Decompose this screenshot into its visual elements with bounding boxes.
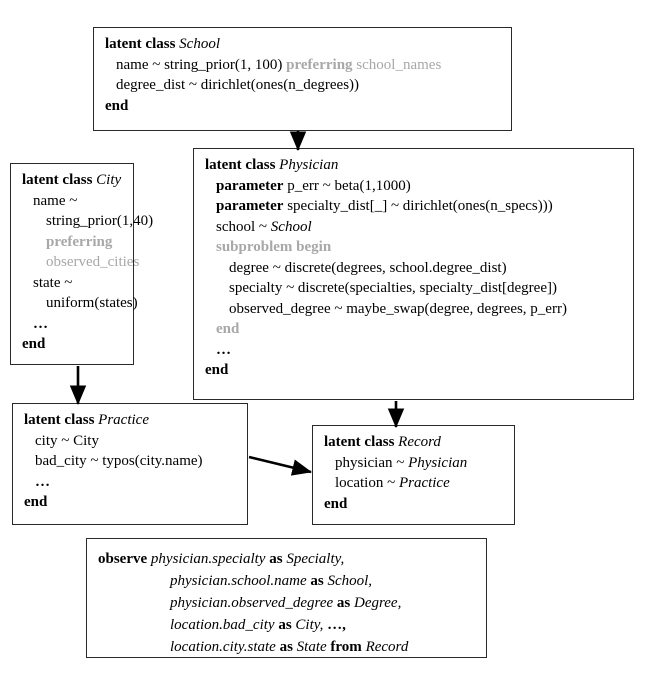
record-location-type: Practice	[398, 475, 450, 491]
school-keyword: latent class	[105, 36, 176, 52]
practice-keyword: latent class	[24, 412, 95, 428]
practice-header: latent class Practice	[24, 410, 238, 431]
city-ellipsis: …	[33, 315, 50, 332]
city-line-name: name ~	[33, 192, 78, 209]
observe-expr-3: physician.observed_degree	[170, 595, 334, 611]
physician-p-err-expr: p_err ~ beta(1,1000)	[283, 177, 411, 194]
observe-expr-4: location.bad_city	[170, 617, 275, 633]
physician-school-expr: school ~	[216, 218, 271, 235]
school-header: latent class School	[105, 34, 502, 55]
parameter-keyword-1: parameter	[216, 177, 284, 194]
physician-subproblem-begin: subproblem begin	[216, 239, 332, 255]
observe-name-3: Degree,	[353, 595, 402, 611]
record-physician-line: physician ~ Physician	[324, 453, 505, 474]
from-keyword: from	[330, 639, 362, 655]
physician-parameter-p-err: parameter p_err ~ beta(1,1000)	[205, 176, 624, 197]
record-keyword: latent class	[324, 434, 395, 450]
physician-end: end	[205, 362, 229, 378]
practice-city-line: city ~ City	[35, 432, 99, 449]
observe-row-1: observe physician.specialty as Specialty…	[98, 548, 477, 570]
observe-row-4: location.bad_city as City, …,	[98, 614, 477, 636]
observe-expr-1: physician.specialty	[150, 551, 266, 567]
observe-row-5: location.city.state as State from Record	[98, 636, 477, 658]
observe-row-2: physician.school.name as School,	[98, 570, 477, 592]
physician-specialty-dist-expr: specialty_dist[_] ~ dirichlet(ones(n_spe…	[283, 198, 553, 214]
as-keyword-4: as	[278, 617, 292, 633]
class-box-physician[interactable]: latent class Physician parameter p_err ~…	[193, 148, 634, 400]
as-keyword-1: as	[269, 551, 283, 567]
observe-keyword: observe	[98, 551, 148, 567]
observe-ellipsis: …,	[327, 617, 346, 633]
observe-expr-2: physician.school.name	[170, 573, 307, 589]
record-location-expr: location ~	[335, 475, 399, 491]
city-header: latent class City	[22, 170, 124, 191]
city-end: end	[22, 336, 46, 352]
city-line-string-prior: string_prior(1,40)	[46, 213, 154, 229]
school-line-degree-dist: degree_dist ~ dirichlet(ones(n_degrees))	[116, 77, 360, 93]
physician-observed-degree-line: observed_degree ~ maybe_swap(degree, deg…	[229, 300, 567, 317]
record-end: end	[324, 495, 348, 512]
city-line-uniform: uniform(states)	[46, 295, 138, 311]
observe-name-1: Specialty,	[286, 551, 345, 567]
school-class-name: School	[179, 36, 220, 52]
physician-school-line: school ~ School	[205, 217, 624, 238]
class-box-practice[interactable]: latent class Practice city ~ City bad_ci…	[12, 403, 248, 525]
physician-keyword: latent class	[205, 157, 276, 173]
as-keyword-2: as	[310, 573, 324, 589]
record-physician-expr: physician ~	[335, 454, 409, 471]
city-keyword: latent class	[22, 172, 93, 188]
physician-ellipsis: …	[216, 341, 233, 358]
practice-bad-city-line: bad_city ~ typos(city.name)	[35, 453, 203, 469]
practice-end: end	[24, 494, 48, 510]
record-header: latent class Record	[324, 432, 505, 453]
school-end: end	[105, 97, 129, 114]
observe-row-3: physician.observed_degree as Degree,	[98, 592, 477, 614]
class-box-record[interactable]: latent class Record physician ~ Physicia…	[312, 425, 515, 525]
school-name-expr: name ~ string_prior(1, 100)	[116, 56, 287, 73]
physician-degree-line: degree ~ discrete(degrees, school.degree…	[229, 259, 507, 276]
physician-school-type: School	[270, 218, 312, 235]
practice-ellipsis: …	[35, 473, 52, 490]
record-physician-type: Physician	[408, 454, 468, 471]
physician-header: latent class Physician	[205, 155, 624, 176]
observe-source: Record	[365, 639, 409, 655]
physician-subproblem-end: end	[216, 321, 240, 337]
practice-class-name: Practice	[98, 412, 149, 428]
city-preferring-value: observed_cities	[46, 254, 140, 270]
school-preferring-value: school_names	[352, 56, 442, 73]
parameter-keyword-2: parameter	[216, 198, 284, 214]
class-box-school[interactable]: latent class School name ~ string_prior(…	[93, 27, 512, 131]
city-preferring-keyword: preferring	[46, 233, 113, 250]
class-box-city[interactable]: latent class City name ~ string_prior(1,…	[10, 163, 154, 365]
school-line-name: name ~ string_prior(1, 100) preferring s…	[105, 55, 502, 76]
physician-specialty-line: specialty ~ discrete(specialties, specia…	[229, 280, 557, 296]
school-preferring-keyword: preferring	[286, 56, 353, 73]
observe-name-2: School,	[327, 573, 373, 589]
city-line-state: state ~	[33, 274, 73, 291]
observe-name-4: City,	[295, 617, 324, 633]
physician-parameter-specialty-dist: parameter specialty_dist[_] ~ dirichlet(…	[205, 196, 624, 217]
observe-statement-box[interactable]: observe physician.specialty as Specialty…	[86, 538, 487, 658]
arrow-practice-to-record	[248, 455, 313, 476]
record-location-line: location ~ Practice	[324, 473, 505, 494]
record-class-name: Record	[398, 434, 441, 450]
observe-name-5: State	[296, 639, 327, 655]
observe-expr-5: location.city.state	[170, 639, 276, 655]
as-keyword-3: as	[336, 595, 351, 611]
physician-class-name: Physician	[279, 157, 339, 173]
city-class-name: City	[96, 172, 122, 188]
as-keyword-5: as	[279, 639, 293, 655]
